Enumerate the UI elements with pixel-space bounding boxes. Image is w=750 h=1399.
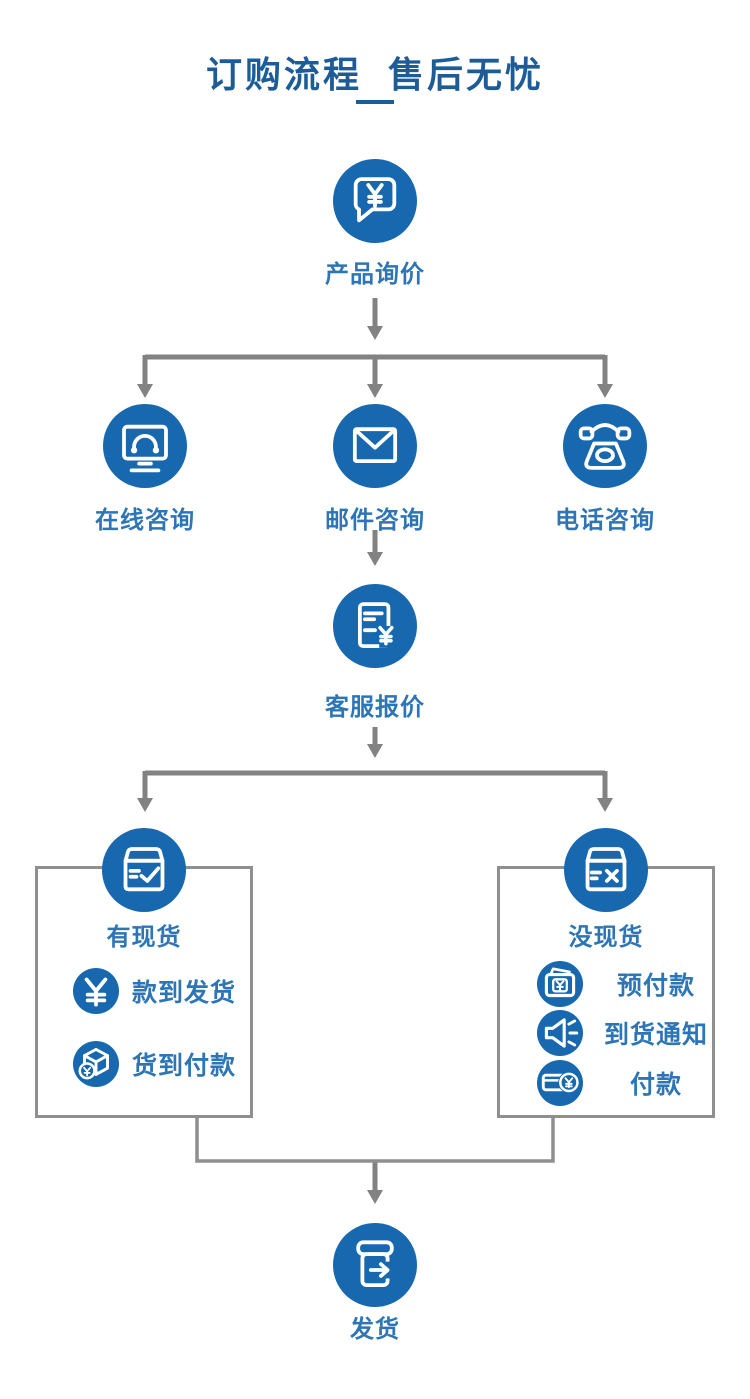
item-label-cash-on-delivery: 货到付款: [132, 1052, 237, 1080]
envelope-icon: [352, 427, 398, 464]
node-label-product-inquiry: 产品询价: [325, 261, 425, 288]
quote-document-yen-icon: [357, 602, 398, 649]
item-pay-then-ship: 款到发货: [73, 968, 236, 1014]
node-label-ship: 发货: [350, 1316, 400, 1343]
speech-bubble-yen-icon: [353, 177, 397, 223]
node-ship: [333, 1223, 417, 1307]
yen-symbol-icon: [84, 977, 108, 1007]
page-title: 订购流程 售后无忧: [205, 54, 544, 95]
item-label-advance-payment: 预付款: [616, 972, 695, 1000]
telephone-icon: [578, 423, 632, 470]
node-product-inquiry: [333, 159, 417, 243]
loudspeaker-icon: [544, 1018, 579, 1048]
arrowhead-group: [137, 326, 613, 1204]
item-payment: 付款: [537, 1060, 716, 1106]
title-underline: [356, 100, 394, 104]
item-label-payment: 付款: [629, 1071, 682, 1099]
item-cash-on-delivery: 货到付款: [73, 1041, 236, 1087]
node-label-in-stock: 有现货: [106, 924, 182, 951]
package-check-icon: [123, 847, 165, 892]
node-label-out-of-stock: 没现货: [568, 924, 644, 951]
node-in-stock: [102, 828, 186, 912]
card-coin-yen-icon: [541, 1071, 580, 1094]
package-cross-icon: [585, 847, 627, 892]
node-out-of-stock: [564, 828, 648, 912]
item-label-arrival-notice: 到货通知: [603, 1021, 708, 1049]
item-advance-payment: 预付款: [537, 961, 716, 1007]
node-label-service-quote: 客服报价: [325, 694, 425, 721]
item-label-pay-then-ship: 款到发货: [132, 979, 237, 1007]
package-3d-coin-icon: [78, 1047, 109, 1080]
box-arrow-out-icon: [356, 1240, 396, 1288]
node-label-email-consult: 邮件咨询: [325, 507, 425, 534]
item-arrival-notice: 到货通知: [537, 1010, 716, 1056]
node-label-phone-consult: 电话咨询: [555, 507, 655, 534]
node-service-quote: [333, 584, 417, 668]
node-online-consult: [103, 404, 187, 488]
node-email-consult: [333, 404, 417, 488]
online-service-monitor-icon: [122, 424, 168, 473]
node-label-online-consult: 在线咨询: [95, 507, 195, 534]
wallet-yen-icon: [544, 967, 576, 998]
node-phone-consult: [563, 404, 647, 488]
